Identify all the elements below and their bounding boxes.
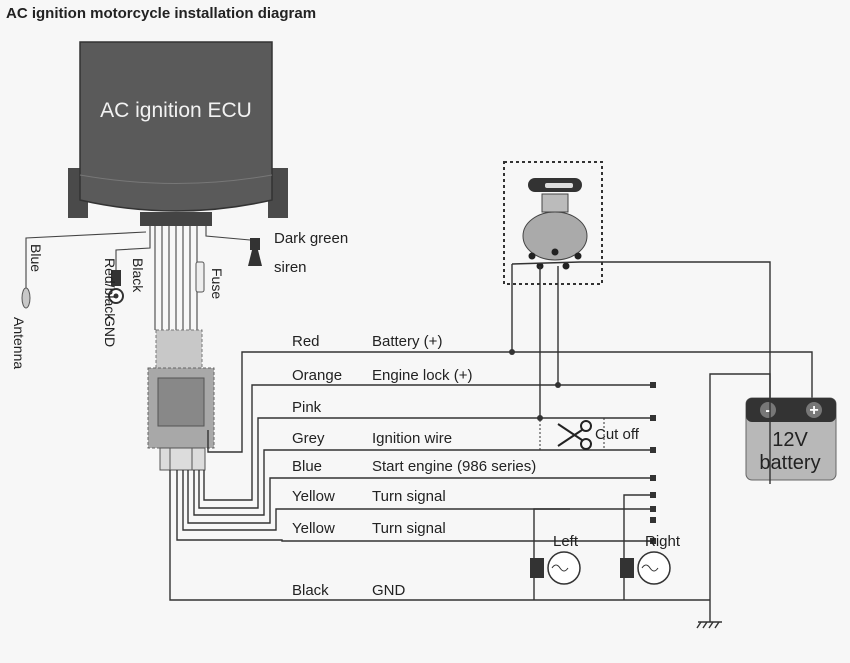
left-lamp-label: Left	[553, 533, 579, 550]
diagram-title: AC ignition motorcycle installation diag…	[6, 5, 316, 22]
gnd-label: GND	[102, 316, 118, 347]
wire-color-3: Pink	[292, 399, 322, 416]
wire-color-6: Yellow	[292, 488, 335, 505]
ignition-switch	[503, 161, 603, 285]
wire-labels: Red Battery (+) Orange Engine lock (+) P…	[292, 333, 536, 599]
ground-symbol-icon	[696, 621, 722, 629]
output-wires	[169, 351, 710, 601]
wire-function-1: Battery (+)	[372, 333, 442, 350]
ground-wire	[709, 373, 771, 622]
battery-label: battery	[759, 452, 820, 474]
wire-color-5: Blue	[292, 458, 322, 475]
ecu-unit: AC ignition ECU	[68, 41, 288, 226]
wire-color-1: Red	[292, 333, 320, 350]
wire-function-8: GND	[372, 582, 406, 599]
scissors-icon	[557, 420, 592, 450]
wire-color-4: Grey	[292, 430, 325, 447]
right-lamp-icon	[620, 494, 671, 600]
gnd-wire-label-black: Black	[130, 258, 146, 293]
right-lamp-label: Right	[645, 533, 681, 550]
ecu-label: AC ignition ECU	[100, 99, 252, 122]
siren-icon	[205, 226, 262, 266]
wire-function-6: Turn signal	[372, 488, 446, 505]
siren-wire-label: Dark green	[274, 230, 348, 247]
antenna	[21, 231, 147, 309]
battery	[745, 397, 837, 481]
wire-function-2: Engine lock (+)	[372, 367, 472, 384]
battery-voltage: 12V	[772, 429, 808, 451]
fuse-label: Fuse	[209, 268, 225, 299]
wire-color-8: Black	[292, 582, 329, 599]
left-lamp-icon	[530, 508, 581, 600]
siren-label: siren	[274, 259, 307, 276]
wire-color-2: Orange	[292, 367, 342, 384]
cut-off-label: Cut off	[595, 426, 640, 443]
switch-wires	[511, 261, 771, 418]
wire-function-4: Ignition wire	[372, 430, 452, 447]
fuse-icon	[195, 261, 205, 293]
wire-harness	[147, 226, 215, 471]
wire-function-7: Turn signal	[372, 520, 446, 537]
wire-color-7: Yellow	[292, 520, 335, 537]
battery-negative: -	[765, 402, 770, 419]
battery-positive: +	[809, 402, 818, 419]
terminal-dots	[650, 382, 656, 544]
gnd-wire-label-redblack: Red/black	[102, 258, 118, 321]
gnd-ring-terminal	[108, 226, 151, 304]
wire-function-5: Start engine (986 series)	[372, 458, 536, 475]
antenna-label: Antenna	[11, 317, 27, 369]
cut-off-box	[539, 417, 605, 451]
antenna-wire-label: Blue	[28, 244, 44, 272]
